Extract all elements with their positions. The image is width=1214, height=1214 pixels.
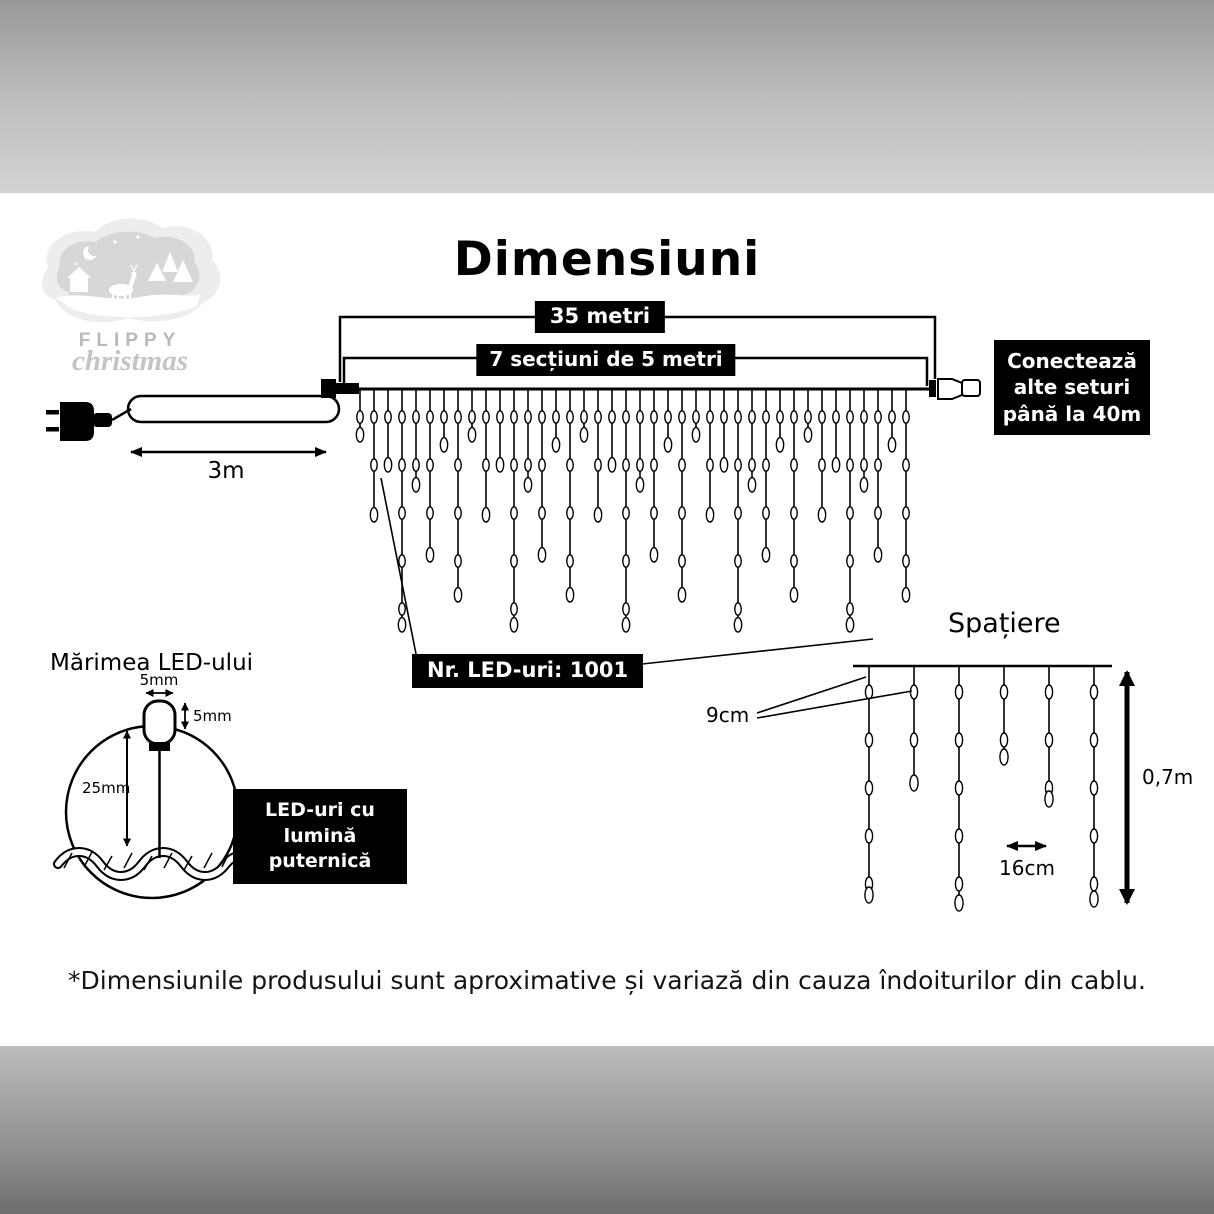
logo-star-icon: [74, 262, 78, 266]
logo-star-icon: [113, 240, 117, 244]
led-head-label: 5mm: [193, 707, 232, 725]
logo-tree-icon: [162, 252, 178, 272]
connect-note-box: Conectează alte seturi până la 40m: [994, 340, 1150, 436]
brand-logo: FLIPPY christmas: [41, 218, 221, 376]
drop-spacing-label: 16cm: [999, 856, 1055, 880]
total-length-badge: 35 metri: [534, 301, 666, 333]
logo-deer-leg: [112, 293, 114, 302]
drop-height-label: 0,7m: [1142, 765, 1194, 789]
sections-badge: 7 secțiuni de 5 metri: [476, 344, 736, 376]
logo-house-roof: [67, 267, 91, 278]
logo-deer-antlers: [130, 264, 138, 272]
led-width-label: 5mm: [139, 671, 179, 689]
logo-moon-crescent: [88, 244, 100, 256]
page-title: Dimensiuni: [453, 232, 761, 287]
led-length-label: 25mm: [82, 779, 131, 797]
logo-star-icon: [136, 235, 140, 239]
disclaimer-text: *Dimensiunile produsului sunt aproximati…: [68, 966, 1146, 995]
logo-deer-leg: [129, 293, 131, 302]
logo-brand-text: FLIPPY: [79, 330, 182, 351]
logo-snow-ground: [56, 294, 200, 318]
led-count-badge: Nr. LED-uri: 1001: [412, 654, 644, 688]
logo-deer-icon: [109, 284, 133, 296]
logo-deer-leg: [124, 294, 126, 303]
logo-deer-leg: [117, 294, 119, 303]
logo-tree-icon: [148, 263, 166, 281]
led-spacing-label: 9cm: [706, 703, 750, 727]
logo-script-text: christmas: [72, 345, 188, 376]
logo-house-icon: [70, 278, 88, 292]
led-note-box: LED-uri cu lumină puternică: [233, 789, 407, 884]
spacing-heading: Spațiere: [948, 608, 1061, 639]
lead-length-label: 3m: [207, 458, 245, 484]
logo-deer-head: [131, 271, 137, 277]
logo-tree-icon: [173, 260, 193, 282]
logo-deer-neck: [128, 275, 136, 289]
led-size-heading: Mărimea LED-ului: [50, 650, 254, 676]
